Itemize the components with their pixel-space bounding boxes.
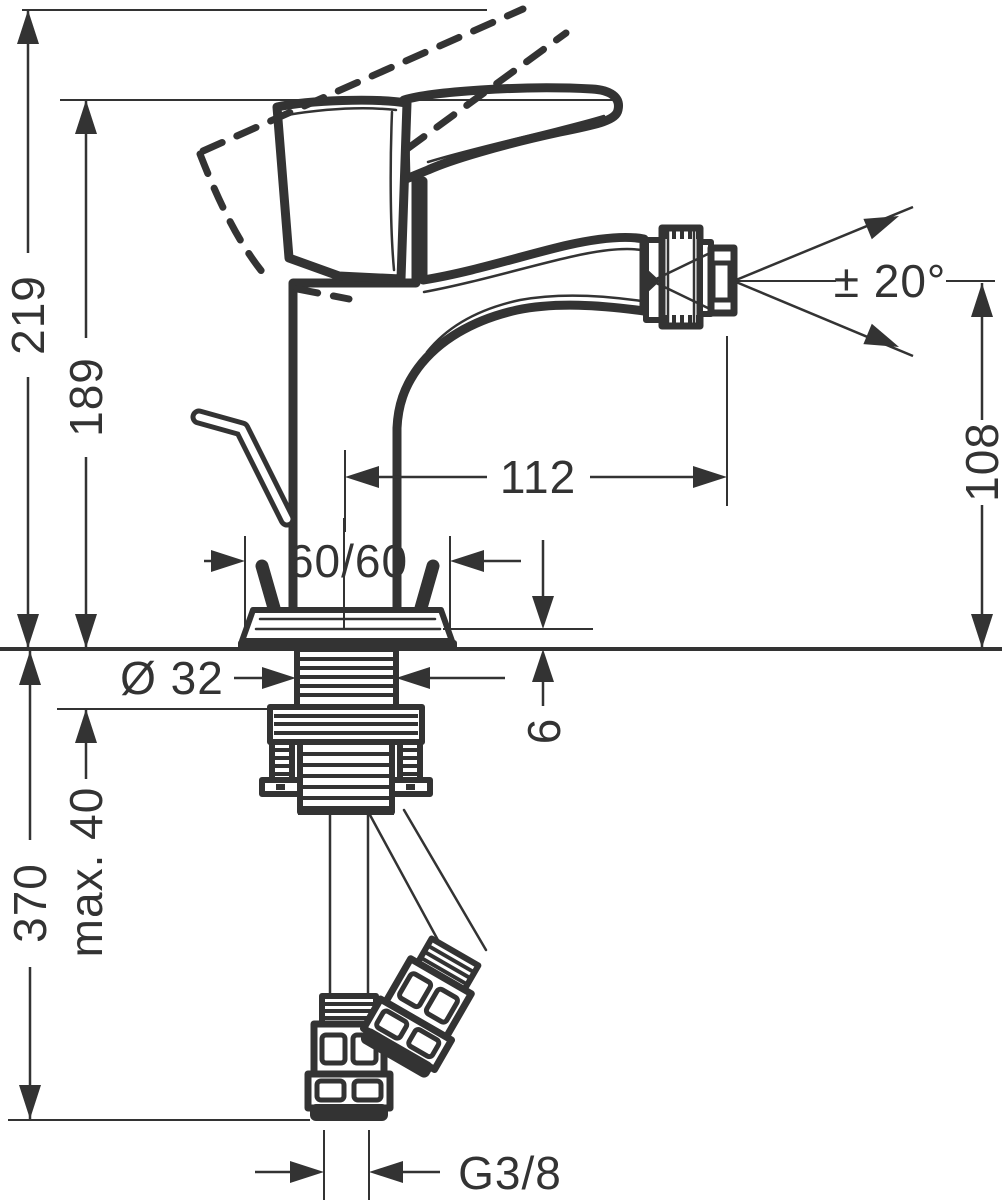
dimension-max-mounting-thickness: max. 40	[60, 709, 112, 957]
dimension-swivel-angle: ± 20°	[735, 205, 947, 358]
dimension-base-footprint: 60/60	[204, 535, 521, 587]
pop-up-rod	[190, 408, 296, 528]
dimension-outlet-height: 108	[946, 280, 1008, 648]
outlet-height-label: 108	[956, 422, 1008, 502]
threaded-shank	[294, 646, 399, 710]
faucet-body	[288, 176, 649, 617]
reference-lines	[0, 9, 1002, 1200]
handle-body	[272, 95, 412, 284]
hose-length-label: 370	[4, 863, 56, 943]
shank-lower-block	[297, 739, 395, 815]
dimension-spout-reach: 112	[345, 451, 727, 503]
fixing-studs	[259, 739, 433, 797]
overall-height-label: 219	[2, 275, 54, 355]
spout-reach-label: 112	[500, 451, 576, 503]
hose-connector-diagonal	[359, 935, 482, 1078]
spray-head	[643, 224, 738, 330]
lever-handle	[399, 83, 623, 184]
swivel-angle-label: ± 20°	[834, 255, 947, 307]
raised-handle-dashed-outline	[196, 5, 570, 303]
dimension-hose-length: 370	[4, 651, 56, 1119]
tap-hole-label: Ø 32	[120, 652, 224, 704]
connection-thread-label: G3/8	[458, 1147, 562, 1199]
base-plate-height-label: 6	[518, 718, 570, 745]
supply-hose-vertical	[304, 813, 394, 1121]
dimension-height-to-handle: 189	[60, 100, 112, 648]
dimension-connection-thread: G3/8	[255, 1147, 562, 1199]
dimension-tap-hole: Ø 32	[120, 652, 505, 704]
base-footprint-label: 60/60	[288, 535, 408, 587]
max-mounting-thickness-label: max. 40	[60, 787, 112, 958]
mounting-washer-plate	[267, 704, 425, 745]
height-to-handle-label: 189	[60, 357, 112, 437]
supply-hose-diagonal	[359, 808, 488, 1078]
dimension-base-plate-height: 6	[518, 540, 570, 744]
dimension-overall-height: 219	[2, 10, 54, 648]
